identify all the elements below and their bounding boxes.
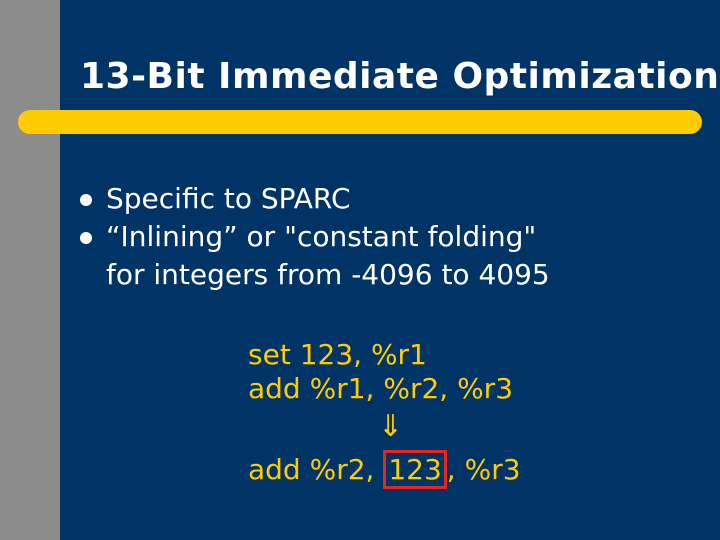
code-line: add %r1, %r2, %r3	[248, 372, 514, 405]
title-underline-bar	[18, 110, 702, 134]
code-line: set 123, %r1	[248, 338, 427, 371]
code-after-line: add %r2, 123, %r3	[248, 450, 521, 489]
down-arrow-icon: ⇓	[378, 409, 404, 444]
left-sidebar-band	[0, 0, 60, 540]
code-before-block: set 123, %r1 add %r1, %r2, %r3	[248, 338, 513, 406]
slide-title: 13-Bit Immediate Optimization	[80, 56, 720, 97]
bullet-list: Specific to SPARC “Inlining” or "constan…	[80, 180, 550, 294]
bullet-text: “Inlining” or "constant folding"	[106, 220, 537, 253]
bullet-icon	[80, 232, 92, 244]
bullet-text: Specific to SPARC	[106, 182, 351, 215]
bullet-item: Specific to SPARC	[80, 180, 550, 218]
bullet-icon	[80, 194, 92, 206]
bullet-text-continuation: for integers from -4096 to 4095	[106, 258, 550, 291]
code-after-suffix: , %r3	[446, 453, 521, 486]
code-after-prefix: add %r2,	[248, 453, 384, 486]
bullet-item: “Inlining” or "constant folding" for int…	[80, 218, 550, 294]
immediate-value-highlight: 123	[383, 450, 447, 489]
